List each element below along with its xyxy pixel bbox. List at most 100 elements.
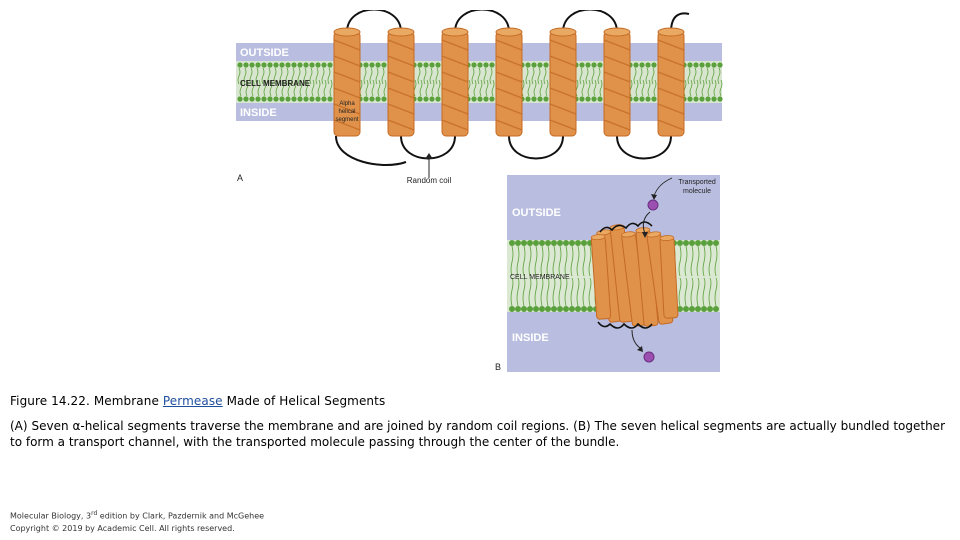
lipid-tail: [329, 79, 333, 97]
copyright-footer: Molecular Biology, 3rd edition by Clark,…: [10, 508, 264, 535]
lipid-head: [683, 240, 689, 246]
lipid-tail: [528, 245, 532, 277]
lipid-head: [509, 240, 515, 246]
outside-label-b: OUTSIDE: [512, 207, 561, 219]
lipid-head: [591, 62, 597, 68]
lipid-head: [315, 96, 321, 102]
lipid-tail: [429, 67, 433, 85]
lipid-head: [375, 96, 381, 102]
alpha-helix: [495, 27, 523, 137]
lipid-tail: [540, 277, 544, 307]
permease-link[interactable]: Permease: [162, 394, 223, 408]
helix-stripe: [441, 39, 469, 51]
lipid-head: [689, 306, 695, 312]
lipid-head: [557, 306, 563, 312]
lipid-head: [527, 306, 533, 312]
lipid-tail: [588, 277, 592, 307]
lipid-head: [531, 96, 537, 102]
outside-label: OUTSIDE: [240, 47, 289, 59]
figure-title-suffix: Made of Helical Segments: [222, 394, 386, 408]
figure-caption: (A) Seven α-helical segments traverse th…: [10, 419, 945, 449]
helix-stripe: [603, 87, 631, 99]
lipid-head: [711, 62, 717, 68]
lipid-tail: [477, 67, 481, 85]
inside-band: [236, 103, 722, 121]
lipid-tail: [317, 79, 321, 97]
lipid-head: [489, 96, 495, 102]
random-coil-loops: [335, 10, 690, 166]
lipid-tail: [690, 277, 694, 307]
exit-arrowhead-icon: [637, 346, 643, 352]
lipid-head: [639, 96, 645, 102]
lipid-tail: [491, 79, 495, 97]
helix-stripe: [387, 87, 415, 99]
helix-stripe: [657, 39, 685, 51]
random-coil: [562, 10, 618, 33]
helix-bundle: [590, 221, 679, 329]
helix-stripe: [657, 71, 685, 83]
lipid-tail: [534, 277, 538, 307]
lipid-tail: [516, 277, 520, 307]
lipid-tail: [261, 67, 265, 85]
lipid-head: [587, 306, 593, 312]
lipid-head: [699, 62, 705, 68]
helix-stripe: [441, 103, 469, 115]
lipid-head: [303, 62, 309, 68]
helix-stripe: [549, 55, 577, 67]
helix-stripe: [441, 55, 469, 67]
lipid-head: [279, 96, 285, 102]
lipid-tail: [713, 79, 717, 97]
lipid-head: [429, 62, 435, 68]
lipid-head: [279, 62, 285, 68]
helix-stripe: [387, 103, 415, 115]
alpha-helix: [603, 27, 631, 137]
lipid-tail: [591, 67, 595, 85]
lipid-tail: [534, 245, 538, 277]
lipid-head: [651, 96, 657, 102]
lipid-tail: [699, 67, 703, 85]
lipid-head: [579, 96, 585, 102]
lipid-tail: [419, 79, 423, 97]
helix-stripe: [333, 119, 361, 131]
footer-line-1: Molecular Biology, 3rd edition by Clark,…: [10, 508, 264, 523]
footer-line-2: Copyright © 2019 by Academic Cell. All r…: [10, 523, 235, 533]
lipid-head: [639, 62, 645, 68]
lipid-head: [309, 96, 315, 102]
lipid-tail: [570, 277, 574, 307]
alpha-helix: [657, 27, 685, 137]
lipid-tail: [527, 79, 531, 97]
lipid-tail: [641, 79, 645, 97]
lipid-head: [321, 62, 327, 68]
lipid-tail: [239, 79, 243, 97]
lipid-tail: [545, 79, 549, 97]
bundle-helix-cap: [590, 234, 606, 241]
helix-stripe: [495, 71, 523, 83]
lipid-head: [509, 306, 515, 312]
helix-stripe: [387, 39, 415, 51]
lipid-tail: [695, 79, 699, 97]
lipid-tail: [303, 67, 307, 85]
random-coil: [616, 135, 672, 160]
lipid-tail: [717, 67, 721, 85]
lipid-tail: [588, 245, 592, 277]
cell-membrane-label-b: CELL MEMBRANE: [510, 274, 570, 281]
lipid-tail: [690, 245, 694, 277]
arrow-head-icon: [425, 153, 433, 159]
bundle-top-loops: [599, 221, 653, 233]
lipid-tail: [423, 67, 427, 85]
lipid-tail: [558, 277, 562, 307]
lipid-head: [267, 62, 273, 68]
lipid-tail: [269, 79, 273, 97]
lipid-head: [699, 96, 705, 102]
helix-stripe: [333, 39, 361, 51]
lipid-tail: [707, 79, 711, 97]
lipid-head: [563, 240, 569, 246]
lipid-tail: [582, 277, 586, 307]
helix-cap: [657, 27, 685, 37]
lipid-head: [533, 306, 539, 312]
lipid-head: [369, 62, 375, 68]
lipid-head: [363, 62, 369, 68]
alpha-helix: [441, 27, 469, 137]
lipid-head: [237, 96, 243, 102]
lipid-tail: [702, 245, 706, 277]
